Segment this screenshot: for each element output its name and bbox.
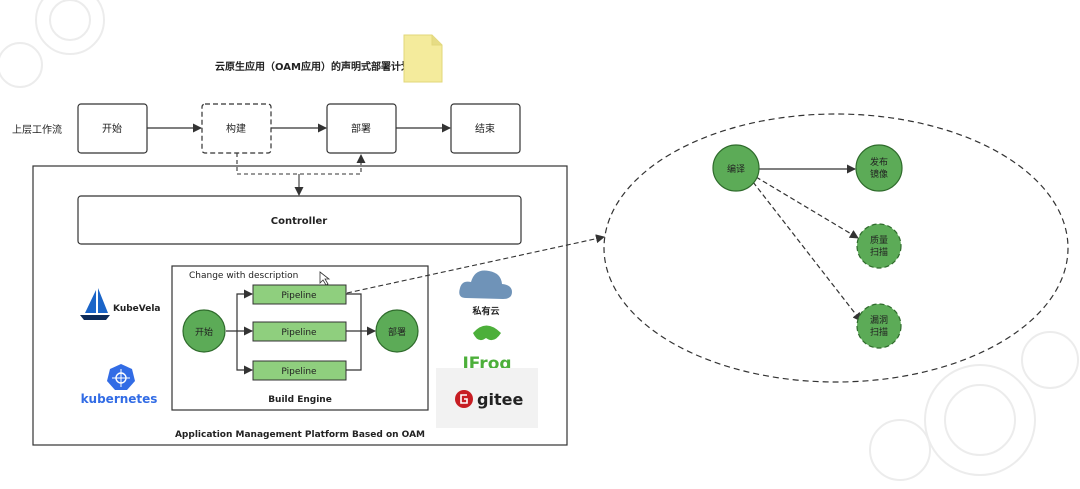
detail-vuln-node[interactable]: 漏洞 扫描 — [856, 303, 902, 349]
build-connectors — [226, 289, 376, 375]
detail-publish-label-1: 发布 — [870, 156, 888, 168]
workflow-step-build[interactable]: 构建 — [201, 103, 272, 154]
zoom-connector — [346, 234, 605, 294]
workflow-step-deploy-label: 部署 — [351, 122, 371, 135]
private-cloud-text: 私有云 — [471, 305, 499, 317]
detail-quality-node[interactable]: 质量 扫描 — [856, 223, 902, 269]
detail-ellipse — [603, 113, 1069, 383]
pipeline-2[interactable]: Pipeline — [252, 321, 347, 342]
build-start-node[interactable]: 开始 — [182, 309, 226, 353]
platform-box — [32, 165, 568, 446]
upper-workflow-label: 上层工作流 — [12, 123, 62, 136]
workflow-step-build-label: 构建 — [226, 122, 246, 135]
diagram-title: 云原生应用（OAM应用）的声明式部署计划 — [215, 60, 411, 73]
workflow-step-end[interactable]: 结束 — [450, 103, 521, 154]
gitee-text: gitee — [477, 390, 523, 409]
detail-quality-label-2: 扫描 — [870, 246, 888, 258]
controller-connector — [236, 153, 366, 196]
pipeline-2-label: Pipeline — [281, 328, 317, 338]
detail-publish-node[interactable]: 发布 镜像 — [855, 144, 903, 192]
pipeline-1-label: Pipeline — [281, 291, 317, 301]
kubernetes-text: kubernetes — [81, 392, 158, 406]
pipeline-3[interactable]: Pipeline — [252, 360, 347, 381]
build-end-node[interactable]: 部署 — [375, 309, 419, 353]
kubernetes-logo: kubernetes — [81, 364, 158, 406]
detail-vuln-label-2: 扫描 — [870, 326, 888, 338]
detail-compile-node[interactable]: 编译 — [712, 144, 760, 192]
kubevela-text: KubeVela — [113, 304, 161, 314]
build-end-label: 部署 — [388, 326, 406, 338]
kubevela-logo: KubeVela — [80, 288, 161, 320]
detail-vuln-label-1: 漏洞 — [870, 314, 888, 326]
pipeline-1[interactable]: Pipeline — [252, 284, 347, 305]
detail-publish-label-2: 镜像 — [870, 168, 888, 180]
controller-box[interactable]: Controller — [77, 195, 522, 245]
detail-connectors — [752, 164, 862, 322]
note-file-icon — [403, 34, 443, 83]
build-engine-note: Change with description — [189, 271, 298, 281]
private-cloud-logo: 私有云 — [459, 270, 512, 317]
workflow-step-start[interactable]: 开始 — [77, 103, 148, 154]
build-engine-label: Build Engine — [268, 395, 332, 405]
build-engine-box — [171, 265, 429, 411]
pipeline-3-label: Pipeline — [281, 367, 317, 377]
jfrog-logo: JFrog — [461, 325, 512, 374]
detail-quality-label-1: 质量 — [870, 234, 888, 246]
platform-label: Application Management Platform Based on… — [175, 430, 425, 440]
workflow-step-deploy[interactable]: 部署 — [326, 103, 397, 154]
controller-label: Controller — [271, 216, 328, 227]
workflow-step-end-label: 结束 — [475, 122, 495, 135]
detail-compile-label: 编译 — [727, 163, 745, 175]
gitee-logo: gitee — [436, 368, 538, 428]
workflow-step-start-label: 开始 — [102, 122, 122, 135]
build-start-label: 开始 — [195, 326, 213, 338]
cursor-icon — [319, 271, 331, 286]
